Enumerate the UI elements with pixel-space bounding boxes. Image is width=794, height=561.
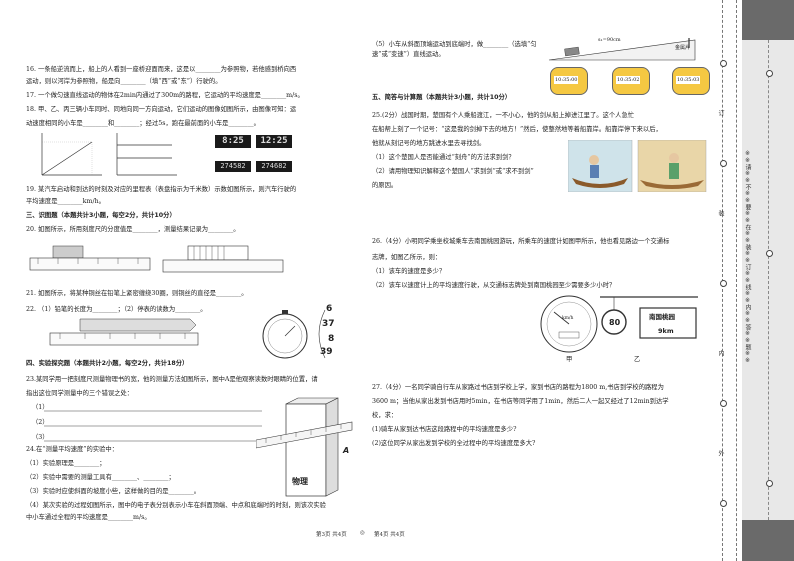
book-label: 物理 (292, 477, 308, 486)
right-page-footer: 第4页 共4页 (374, 532, 405, 538)
q24-item-3: （3）实验时应使斜面的坡度小些，这样做的目的是________。 (26, 488, 201, 495)
q26-cont: 志牌，如图乙所示，则： (372, 254, 442, 261)
binding-hole-8 (766, 480, 773, 487)
timer-mid-reading: 10:35:02 (616, 76, 641, 84)
timer-bottom-reading: 10:35:03 (676, 76, 701, 84)
q18-cont: 动速度相同的小车是________和________；经过5s，跑在最前面的小车… (26, 120, 260, 127)
q26: 26.（4分）小明同学乘坐校城乘车去南国桃园游玩，所乘车的速度计如图甲所示，他也… (372, 238, 670, 245)
q18: 18. 甲、乙、丙三辆小车同时、同地向同一方向运动，它们运动的图像如图所示，由图… (26, 106, 297, 113)
book-measurement-figure (256, 397, 353, 497)
binding-hole-2 (720, 160, 727, 167)
speed-limit-sign: 80 (609, 318, 621, 327)
q24: 24.在“测量平均速度”的实验中： (26, 446, 119, 453)
gutter-dark-tab-top (742, 0, 794, 40)
ramp-figure (548, 38, 696, 61)
section-5-heading: 五、简答与计算题（本题共计3小题，共计10分） (372, 94, 512, 101)
q24-5: （5）小车从斜面顶端运动到底端时，做________（选填“匀速”或“变速”）直… (372, 41, 537, 58)
q23: 23.某同学用一把刻度尺测量物理书的宽，他的测量方法如图所示，图中A是他观察读数… (26, 376, 318, 383)
odometer-end: 274682 (256, 161, 292, 172)
q20: 20. 如图所示，所用刻度尺的分度值是________，测量结果记录为_____… (26, 226, 240, 233)
q23-item-1: （1） (32, 404, 49, 411)
odometer-start: 274582 (215, 161, 251, 172)
binding-hole-4 (720, 400, 727, 407)
q27-item-2: (2)这位同学从家出发到学校的全过程中的平均速度是多大? (372, 440, 536, 447)
page-separator-icon: ◎ (360, 530, 365, 536)
figure-label-yi: 乙 (634, 356, 641, 363)
q22: 22. （1）铅笔的长度为________；（2）停表的读数为________。 (26, 306, 207, 313)
section-4-heading: 四、实验探究题（本题共计2小题，每空2分，共计18分） (26, 360, 189, 367)
clock-start: 8:25 (215, 135, 251, 148)
q23-item-3: （3） (32, 434, 49, 441)
seal-label-4: 外 (717, 450, 724, 456)
pencil-ruler-figure (49, 318, 199, 346)
q17: 17. 一个做匀速直线运动的物体在2min内通过了300m的路程，它运动的平均速… (26, 92, 304, 99)
speedometer-figure (540, 295, 598, 353)
q25-item-1: （1）这个楚国人是否能通过“刻舟”的方法求到剑？ (372, 154, 515, 161)
ramp-metal-label: 金属片 (675, 45, 691, 51)
q19: 19. 某汽车启动和到达的时刻及对应的里程表（表盘指示为千米数）示数如图所示，则… (26, 186, 297, 193)
q25: 25.(2分）战国时期，楚国有个人乘船渡江，一不小心，他的剑从船上掉进江里了。这… (372, 112, 635, 119)
gutter-dashed-line-2 (736, 0, 737, 561)
boat-story-illustration (568, 140, 707, 192)
timer-top-reading: 10:35:00 (554, 76, 579, 84)
q27-cont2: 校，求： (372, 412, 398, 419)
q24-item-2: （2）实验中需要的测量工具有________、________； (26, 474, 175, 481)
q21: 21. 如图所示，将某种铜丝在铅笔上紧密缠绕30圈，则铜丝的直径是_______… (26, 290, 248, 297)
q16-cont: 运动，则以河岸为参照物，船是向________（填“西”或“东”）行驶的。 (26, 78, 222, 85)
binding-hole-3 (720, 280, 727, 287)
seal-label-1: 订 (717, 110, 724, 116)
q24-item-4: （4）某次实验的过程如图所示，图中的电子表分别表示小车在斜面顶端、中点和底端时的… (26, 502, 326, 509)
stopwatch-figure (262, 309, 326, 359)
q19-cont: 平均速度是________km/h。 (26, 198, 105, 205)
destination-sign-distance: 9km (658, 327, 674, 335)
clock-end: 12:25 (256, 135, 292, 148)
seal-label-2: 装 (717, 210, 724, 216)
q16: 16. 一条船逆流而上，船上的人看到一座桥迎面而来，这是以________为参照… (26, 66, 297, 73)
ramp-distance-label: s₁=90cm (598, 37, 621, 43)
q25-item-2: （2）请用物理知识解释这个楚国人“求到剑”或“求不到剑” (372, 168, 534, 175)
section-3-heading: 三、识图题（本题共计3小题，每空2分，共计10分） (26, 212, 176, 219)
q27-cont: 3600 m；当他从家出发到书店用时5min，在书店等同学用了1min，然后二人… (372, 398, 669, 405)
q24-item-4-cont: 中小车通过全程的平均速度是________m/s。 (26, 514, 151, 521)
q27: 27.（4分）一名同学骑自行车从家路过书店到学校上学，家到书店的路程为1800 … (372, 384, 664, 391)
speedometer-unit: km/h (562, 316, 574, 321)
figure-label-jia: 甲 (566, 356, 573, 363)
seal-warning-text: ※※请※※不※※要※※在※※装※※订※※线※※内※※答※※题※※ (744, 150, 751, 364)
stopwatch-mark-2: 37 (322, 319, 335, 329)
gutter-dark-tab-bottom (742, 520, 794, 561)
answer-lines (44, 410, 262, 442)
q23-item-2: （2） (32, 419, 49, 426)
q25-cont2: 他就从刻记号的地方跳进水里去寻找剑。 (372, 140, 486, 147)
q26-item-2: （2）该车以速度计上的平均速度行驶，从交通标志牌处到南国桃园至少需要多少小时？ (372, 282, 616, 289)
stopwatch-mark-4: 39 (320, 347, 333, 357)
traffic-signs-figure (600, 296, 698, 339)
ruler-figures (29, 245, 284, 273)
motion-graphs (41, 133, 177, 176)
binding-hole-1 (720, 60, 727, 67)
left-page-footer: 第3页 共4页 (316, 532, 347, 538)
stopwatch-mark-1: 6 (326, 304, 333, 314)
gutter-dashed-line-3 (768, 40, 769, 520)
q25-item-3: 的原因。 (372, 182, 398, 189)
binding-hole-6 (766, 70, 773, 77)
binding-hole-5 (720, 500, 727, 507)
binding-hole-7 (766, 250, 773, 257)
seal-label-3: 内 (717, 350, 724, 356)
q24-item-1: （1）实验原理是________； (26, 460, 106, 467)
q26-item-1: （1）该车的速度是多少？ (372, 268, 446, 275)
binding-gutter: ※※请※※不※※要※※在※※装※※订※※线※※内※※答※※题※※ 订 装 内 外 (714, 0, 794, 561)
q27-item-1: (1)骑车从家到达书店这段路程中的平均速度是多少? (372, 426, 517, 433)
destination-sign-name: 南国桃园 (649, 313, 675, 321)
stopwatch-mark-3: 8 (328, 334, 335, 344)
q25-cont: 在船帮上刻了一个记号：“这是我的剑掉下去的地方！”然后，使整然地等着船靠岸。船靠… (372, 126, 662, 133)
q23-cont: 指出这位同学测量中的三个错误之处： (26, 390, 134, 397)
eye-label: A (343, 446, 350, 455)
